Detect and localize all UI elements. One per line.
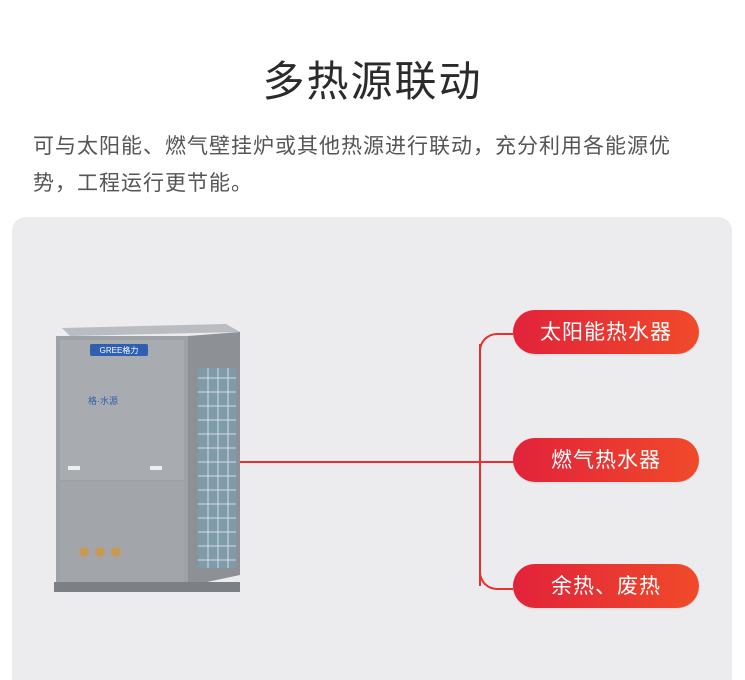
page-title: 多热源联动 — [262, 57, 483, 106]
unit-handle — [150, 466, 162, 470]
heat-pump-unit-image: GREE格力 格·水源 — [54, 324, 240, 592]
connector-bottom-curve — [479, 568, 513, 590]
unit-panel-text: 格·水源 — [88, 395, 118, 406]
unit-base — [54, 582, 240, 592]
connector-horizontal-main — [240, 461, 480, 463]
brand-logo-badge — [90, 344, 148, 356]
heat-source-waste-heat: 余热、废热 — [513, 564, 699, 608]
heat-source-gas: 燃气热水器 — [513, 438, 699, 482]
page-description: 可与太阳能、燃气壁挂炉或其他热源进行联动，充分利用各能源优势，工程运行更节能。 — [33, 134, 671, 195]
heat-source-solar: 太阳能热水器 — [513, 310, 699, 354]
connector-middle — [480, 461, 514, 463]
unit-pipe-connectors — [79, 547, 121, 557]
unit-coil-fins — [198, 368, 236, 568]
unit-handle — [68, 466, 80, 470]
unit-top-lid — [62, 324, 240, 336]
connector-vertical — [479, 344, 481, 586]
connector-top-curve — [479, 333, 513, 355]
brand-logo-text: GREE格力 — [100, 345, 139, 355]
